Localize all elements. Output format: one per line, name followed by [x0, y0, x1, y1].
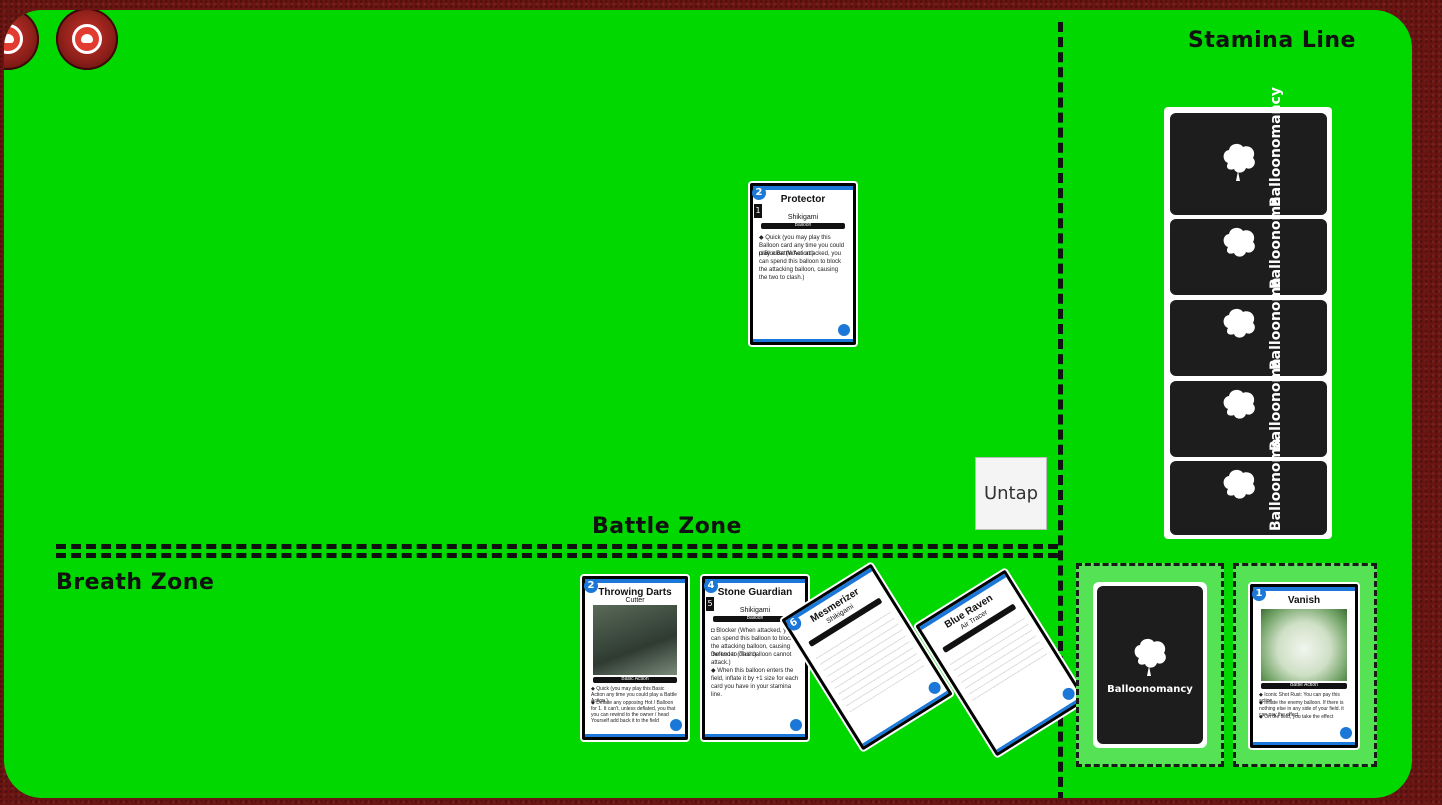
breath-card-stone-guardian[interactable]: 4 5 Stone Guardian Shikigami Balloon ◘ B… [700, 574, 810, 742]
card-cost: 4 [704, 579, 718, 593]
card-type: Cutter [625, 597, 645, 604]
card-subtype-bar: Battle Action [1261, 682, 1347, 689]
battle-card-protector[interactable]: 2 1 Protector Shikigami Balloon ◆ Quick … [748, 181, 858, 347]
battle-zone-divider-top [56, 544, 1058, 549]
balloon-cloud-icon [1223, 469, 1255, 499]
card-text-3: ◆ When this balloon enters the field, in… [711, 668, 799, 698]
card-subtype-bar: Basic Action [593, 676, 677, 683]
deck-slot: Balloonomancy [1076, 563, 1224, 767]
stamina-card-label: Balloonoma [1268, 358, 1284, 451]
card-stamina: 5 [706, 597, 714, 611]
card-subtype: Balloon [794, 222, 812, 228]
stamina-card-label: Balloonoma [1268, 196, 1284, 289]
card-text-2: Defender (This balloon cannot attack.) [711, 652, 792, 666]
card-name: Stone Guardian [717, 587, 793, 598]
card-name: Vanish [1287, 595, 1321, 606]
card-text-2: ◆ Inflate the enemy balloon. If there is… [1259, 700, 1344, 718]
card-cost: 2 [584, 579, 598, 593]
card-text-1: ◆ Quick (you may play this Balloon card … [759, 235, 845, 257]
stamina-card-3[interactable]: Balloonoma [1170, 277, 1327, 376]
deck-card-back[interactable]: Balloonomancy [1097, 586, 1203, 744]
card-subtype: Battle Action [1290, 682, 1318, 688]
card-set-icon [669, 718, 683, 732]
hand-card-vanish[interactable]: 1 Vanish Battle Action ◆ Iconic Shot Rus… [1248, 582, 1360, 750]
card-subtype: Balloon [746, 615, 764, 621]
card-type: Shikigami [739, 607, 771, 614]
balloon-cloud-icon [1223, 389, 1255, 419]
stamina-divider [1058, 22, 1063, 798]
card-text-3: ◆ On the field, you take the effect [1259, 714, 1334, 720]
breath-card-throwing-darts[interactable]: 2 Throwing Darts Cutter Basic Action ◆ Q… [580, 574, 690, 742]
card-text-1: ◘ Blocker (When attacked, you can spend … [711, 628, 794, 658]
battle-zone-divider-bottom [56, 553, 1058, 558]
balloon-cloud-icon [1134, 638, 1166, 676]
card-text-2: ◘ Blocker (When attacked, you can spend … [759, 251, 842, 281]
card-type: Shikigami [787, 214, 819, 221]
stamina-line-panel: Balloonomancy Balloonoma Balloonoma Ball… [1164, 87, 1332, 539]
balloon-cloud-icon [1223, 143, 1255, 181]
stamina-line-label: Stamina Line [1188, 28, 1356, 53]
stamina-card-1[interactable]: Balloonomancy [1170, 87, 1327, 215]
battle-zone-label: Battle Zone [592, 514, 742, 539]
card-art [593, 605, 677, 675]
opponent-token-icon[interactable] [56, 10, 118, 70]
breath-zone-label: Breath Zone [56, 570, 215, 595]
untap-button[interactable]: Untap [975, 457, 1047, 530]
stamina-card-label: Balloonomancy [1268, 87, 1284, 207]
action-slot: 1 Vanish Battle Action ◆ Iconic Shot Rus… [1233, 563, 1377, 767]
card-subtype-bar: Balloon [713, 615, 797, 622]
stamina-card-label: Balloonoma [1268, 277, 1284, 370]
player-token-icon[interactable] [4, 10, 39, 70]
balloon-cloud-icon [1223, 308, 1255, 338]
card-cost: 2 [752, 186, 766, 200]
card-subtype: Basic Action [621, 676, 649, 682]
card-text-1: ◆ Quick (you may play this Basic Action … [591, 686, 677, 704]
balloon-cloud-icon [1223, 227, 1255, 257]
card-set-icon [789, 718, 803, 732]
card-text-2: ◆ Deflate any opposing Hot / Balloon for… [591, 700, 676, 724]
card-subtype-bar: Balloon [761, 222, 845, 229]
card-set-icon [1339, 726, 1353, 740]
play-mat: Stamina Line Battle Zone Breath Zone 2 1… [4, 10, 1412, 798]
card-name: Throwing Darts [598, 587, 672, 598]
stamina-card-5[interactable]: Balloonoma [1170, 438, 1327, 535]
stamina-card-label: Balloonoma [1268, 438, 1284, 531]
card-cost: 1 [1252, 587, 1266, 601]
card-set-icon [837, 323, 851, 337]
card-art [1261, 609, 1347, 681]
stamina-card-4[interactable]: Balloonoma [1170, 358, 1327, 457]
card-stamina: 1 [754, 204, 762, 218]
stamina-card-2[interactable]: Balloonoma [1170, 196, 1327, 295]
deck-label: Balloonomancy [1107, 684, 1193, 695]
deck-card-frame[interactable]: Balloonomancy [1093, 582, 1207, 748]
card-set-icon [924, 678, 945, 698]
card-text-1: ◆ Iconic Shot Rust: You can pay this act… [1259, 692, 1340, 704]
card-name: Protector [780, 194, 826, 205]
